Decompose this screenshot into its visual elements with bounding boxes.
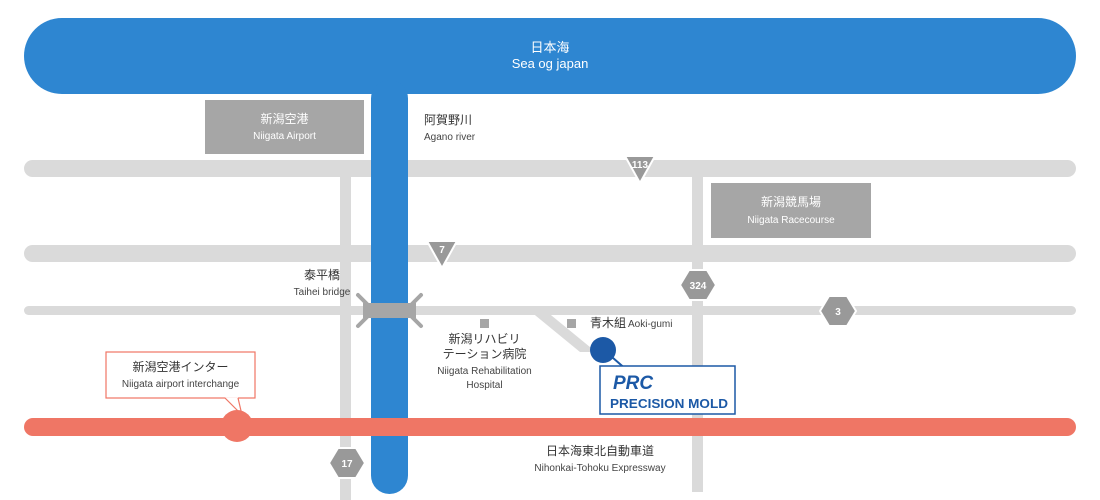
interchange-name-jp: 新潟空港インター [132,359,228,374]
hospital-marker [480,319,489,328]
route-17-number: 17 [341,459,353,470]
airport-name-jp: 新潟空港 [260,111,308,126]
logo-line2: PRECISION MOLD [610,396,728,411]
route-113-number: 113 [632,160,649,171]
route-7-shield: 7 [426,240,458,269]
precision-mold-logo: PRC PRECISION MOLD [599,365,736,415]
expressway-line [24,418,1076,436]
road-vertical-west [340,168,351,500]
river-name-en: Agano river [424,132,476,143]
location-pin-icon [590,337,616,363]
hospital-name-en-line2: Hospital [466,380,502,391]
racecourse-name-en: Niigata Racecourse [747,215,835,226]
aoki-name-en: Aoki-gumi [628,319,672,330]
bridge-name-en: Taihei bridge [294,287,351,298]
interchange-marker-icon [221,410,253,442]
agano-river [371,80,408,494]
route-3-shield: 3 [818,295,858,327]
aoki-name-jp: 青木組 [590,316,626,330]
route-3-number: 3 [835,307,841,318]
expressway-name-jp: 日本海東北自動車道 [546,443,654,458]
interchange-name-en: Niigata airport interchange [122,379,240,390]
logo-line1: PRC [613,373,653,394]
racecourse-box [711,183,871,238]
airport-box [205,100,364,154]
route-17-shield: 17 [327,447,367,479]
expressway-name-en: Nihonkai-Tohoku Expressway [534,463,665,474]
aoki-marker [567,319,576,328]
bridge-name-jp: 泰平橋 [304,268,340,282]
airport-name-en: Niigata Airport [253,131,316,142]
sea-name-en: Sea og japan [512,56,589,71]
route-7-number: 7 [439,245,445,256]
hospital-name-jp-line2: テーション病院 [443,346,527,361]
road-route-3 [24,306,1076,315]
taihei-bridge [356,293,423,328]
sea-name-jp: 日本海 [530,40,569,55]
road-diagonal-branch [530,311,596,352]
route-324-shield: 324 [678,269,718,301]
hospital-name-en-line1: Niigata Rehabilitation [437,366,532,377]
road-vertical-east [692,168,703,492]
river-name-jp: 阿賀野川 [424,113,472,127]
hospital-name-jp-line1: 新潟リハビリ [448,331,520,346]
interchange-callout: 新潟空港インター Niigata airport interchange [105,351,256,416]
racecourse-name-jp: 新潟競馬場 [761,194,821,209]
road-route-7 [24,245,1076,262]
road-route-113 [24,160,1076,177]
route-113-shield: 113 [624,155,656,184]
sea-band [24,18,1076,94]
route-324-number: 324 [690,281,707,292]
